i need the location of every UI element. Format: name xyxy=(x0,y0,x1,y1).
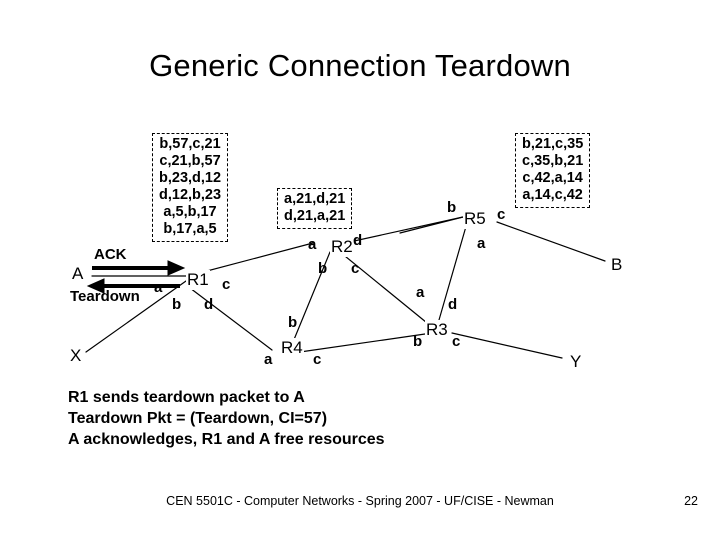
endpoint-x: X xyxy=(70,346,82,365)
note-line: R1 sends teardown packet to A xyxy=(68,389,305,406)
endpoint-y: Y xyxy=(570,352,582,371)
routing-table-r2-row: a,21,d,21 xyxy=(284,191,346,207)
routing-table-r1-row: a,5,b,17 xyxy=(163,204,217,220)
port-r5-c: c xyxy=(497,206,506,223)
note-line: Teardown Pkt = (Teardown, CI=57) xyxy=(68,410,328,427)
link-r5-b-leg xyxy=(399,216,464,234)
link-r1-r4 xyxy=(189,287,273,351)
router-r1: R1 xyxy=(186,270,210,290)
endpoint-b: B xyxy=(611,255,623,274)
ack-label: ACK xyxy=(94,246,127,263)
port-r5-b: b xyxy=(447,199,457,216)
routing-table-r5-row: c,42,a,14 xyxy=(522,170,583,186)
port-r2-c: c xyxy=(351,260,360,277)
link-r2-r3 xyxy=(339,251,433,328)
routing-table-r2-row: d,21,a,21 xyxy=(284,208,346,224)
routing-table-r5-row: b,21,c,35 xyxy=(522,136,584,152)
routing-table-r1-row: b,23,d,12 xyxy=(159,170,222,186)
port-r3-d: d xyxy=(448,296,458,313)
teardown-arrow xyxy=(86,278,180,294)
routing-table-r5: b,21,c,35 c,35,b,21 c,42,a,14 a,14,c,42 xyxy=(515,133,591,208)
link-r2-r5 xyxy=(344,216,464,244)
link-r4-r3 xyxy=(299,333,426,353)
port-r1-c: c xyxy=(222,276,231,293)
note-line: A acknowledges, R1 and A free resources xyxy=(68,431,385,448)
router-r5: R5 xyxy=(463,209,487,229)
port-r2-d: d xyxy=(353,232,363,249)
port-r2-a: a xyxy=(308,236,317,253)
link-r1-x xyxy=(85,280,187,353)
routing-table-r1-row: c,21,b,57 xyxy=(159,153,221,169)
port-r2-b: b xyxy=(318,260,328,277)
port-r3-a: a xyxy=(416,284,425,301)
routing-table-r1-row: b,57,c,21 xyxy=(159,136,221,152)
port-r1-a: a xyxy=(154,279,163,296)
routing-table-r5-row: c,35,b,21 xyxy=(522,153,584,169)
port-r4-a: a xyxy=(264,351,273,368)
routing-table-r1-row: b,17,a,5 xyxy=(163,221,217,237)
port-r3-b: b xyxy=(413,333,423,350)
footer-text: CEN 5501C - Computer Networks - Spring 2… xyxy=(166,494,554,508)
port-r1-d: d xyxy=(204,296,214,313)
routing-table-r2: a,21,d,21 d,21,a,21 xyxy=(277,188,353,229)
page-title: Generic Connection Teardown xyxy=(149,48,571,83)
routing-table-r1: b,57,c,21 c,21,b,57 b,23,d,12 d,12,b,23 … xyxy=(152,133,229,242)
router-r2: R2 xyxy=(330,237,354,257)
port-r1-b: b xyxy=(172,296,182,313)
link-r5-b-endpoint xyxy=(496,221,606,262)
link-r3-y xyxy=(451,332,563,359)
port-r5-a: a xyxy=(477,235,486,252)
port-r4-c: c xyxy=(313,351,322,368)
link-r5-r3 xyxy=(438,222,468,321)
port-r4-b: b xyxy=(288,314,298,331)
ack-arrow xyxy=(92,260,186,276)
router-r4: R4 xyxy=(280,338,304,358)
link-r4-r2 xyxy=(292,251,331,343)
page-number: 22 xyxy=(684,494,698,508)
port-r3-c: c xyxy=(452,333,461,350)
routing-table-r1-row: d,12,b,23 xyxy=(159,187,222,203)
endpoint-a: A xyxy=(72,264,84,283)
teardown-label: Teardown xyxy=(70,288,140,305)
routing-table-r5-row: a,14,c,42 xyxy=(522,187,583,203)
notes-block: R1 sends teardown packet to A Teardown P… xyxy=(68,387,385,450)
router-r3: R3 xyxy=(425,320,449,340)
